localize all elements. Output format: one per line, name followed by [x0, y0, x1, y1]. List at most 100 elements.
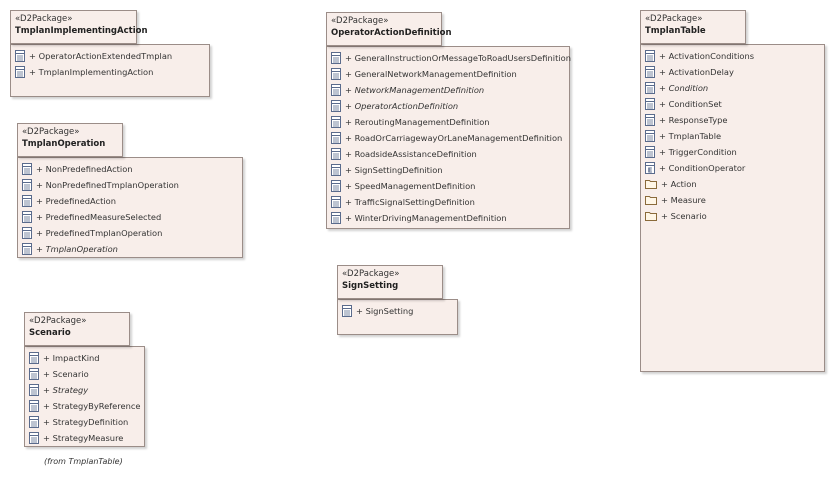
package-element[interactable]: + Strategy — [29, 382, 144, 398]
package-element[interactable]: + PredefinedTmplanOperation — [22, 225, 242, 241]
package-element[interactable]: + Action — [645, 176, 824, 192]
package-element[interactable]: + ReroutingManagementDefinition — [331, 114, 569, 130]
class-icon — [331, 212, 341, 224]
package-element[interactable]: + TriggerCondition — [645, 144, 824, 160]
package-element[interactable]: + TmplanTable — [645, 128, 824, 144]
package-element[interactable]: + NetworkManagementDefinition — [331, 82, 569, 98]
package-element[interactable]: + PredefinedAction — [22, 193, 242, 209]
package-element[interactable]: + OperatorActionDefinition — [331, 98, 569, 114]
package-name: SignSetting — [342, 281, 399, 291]
element-label: + OperatorActionDefinition — [345, 101, 459, 111]
class-icon — [15, 66, 25, 78]
class-icon — [29, 352, 39, 364]
class-icon — [22, 179, 32, 191]
package-element[interactable]: + TmplanImplementingAction — [15, 64, 209, 80]
class-icon — [331, 148, 341, 160]
class-icon — [22, 243, 32, 255]
package-element[interactable]: + RoadOrCarriagewayOrLaneManagementDefin… — [331, 130, 569, 146]
package-icon — [645, 179, 657, 189]
package-tab[interactable]: «D2Package» TmplanOperation — [17, 123, 123, 157]
package-element[interactable]: + SpeedManagementDefinition — [331, 178, 569, 194]
element-label: + SpeedManagementDefinition — [345, 181, 476, 191]
package-element[interactable]: + SignSettingDefinition — [331, 162, 569, 178]
package-body: + OperatorActionExtendedTmplan + TmplanIm… — [10, 44, 210, 97]
package-element[interactable]: + Measure — [645, 192, 824, 208]
element-label: + Condition — [659, 83, 709, 93]
class-icon — [331, 84, 341, 96]
package-element[interactable]: + TrafficSignalSettingDefinition — [331, 194, 569, 210]
package-name: OperatorActionDefinition — [331, 28, 452, 38]
package-element[interactable]: + SignSetting — [342, 303, 457, 319]
element-label: + TriggerCondition — [659, 147, 737, 157]
package-element[interactable]: + GeneralInstructionOrMessageToRoadUsers… — [331, 50, 571, 66]
package-element[interactable]: + Condition — [645, 80, 824, 96]
element-label: + ReroutingManagementDefinition — [345, 117, 490, 127]
class-icon — [331, 68, 341, 80]
package-element[interactable]: + NonPredefinedAction — [22, 161, 242, 177]
class-icon — [331, 180, 341, 192]
package-element[interactable]: + ActivationConditions — [645, 48, 824, 64]
package-element[interactable]: + StrategyByReference — [29, 398, 144, 414]
class-icon — [645, 130, 655, 142]
class-icon — [29, 416, 39, 428]
element-label: + TmplanTable — [659, 131, 722, 141]
package-body: + ActivationConditions + ActivationDelay +… — [640, 44, 825, 372]
class-icon — [331, 116, 341, 128]
package-name: Scenario — [29, 328, 71, 338]
package-stereotype: «D2Package» — [645, 14, 703, 24]
class-icon — [22, 163, 32, 175]
package-element[interactable]: + ConditionSet — [645, 96, 824, 112]
package-icon — [645, 195, 657, 205]
package-element[interactable]: + Scenario — [29, 366, 144, 382]
package-tab[interactable]: «D2Package»Scenario — [24, 312, 130, 346]
package-element[interactable]: + ActivationDelay — [645, 64, 824, 80]
class-icon — [645, 146, 655, 158]
package-element[interactable]: + ImpactKind — [29, 350, 144, 366]
package-element[interactable]: + GeneralNetworkManagementDefinition — [331, 66, 569, 82]
package-element[interactable]: + NonPredefinedTmplanOperation — [22, 177, 242, 193]
element-label: + RoadsideAssistanceDefinition — [345, 149, 477, 159]
element-label: + StrategyMeasure — [43, 433, 124, 443]
element-label: + NetworkManagementDefinition — [345, 85, 485, 95]
package-element[interactable]: + PredefinedMeasureSelected — [22, 209, 242, 225]
class-icon — [331, 196, 341, 208]
element-label: + ConditionSet — [659, 99, 722, 109]
element-label: + ActivationConditions — [659, 51, 755, 61]
element-label: + ResponseType — [659, 115, 728, 125]
package-tab[interactable]: «D2Package»TmplanTable — [640, 10, 746, 44]
package-element[interactable]: + StrategyDefinition — [29, 414, 144, 430]
element-label: + PredefinedTmplanOperation — [36, 228, 163, 238]
element-label: + OperatorActionExtendedTmplan — [29, 51, 173, 61]
package-stereotype: «D2Package» — [22, 127, 80, 137]
class-icon — [29, 384, 39, 396]
element-label: + NonPredefinedTmplanOperation — [36, 180, 179, 190]
package-name: TmplanImplementingAction — [15, 26, 148, 36]
package-element[interactable]: + StrategyMeasure — [29, 430, 144, 446]
element-label: + StrategyByReference — [43, 401, 141, 411]
package-stereotype: «D2Package» — [15, 14, 73, 24]
class-icon — [22, 195, 32, 207]
package-element[interactable]: + Scenario — [645, 208, 824, 224]
element-label: + GeneralNetworkManagementDefinition — [345, 69, 517, 79]
class-icon — [29, 400, 39, 412]
class-icon — [22, 227, 32, 239]
element-label: + WinterDrivingManagementDefinition — [345, 213, 507, 223]
package-tab[interactable]: «D2Package»OperatorActionDefinition — [326, 12, 452, 46]
package-tab[interactable]: «D2Package»SignSetting — [337, 265, 443, 299]
package-element[interactable]: + WinterDrivingManagementDefinition — [331, 210, 569, 226]
package-element[interactable]: + RoadsideAssistanceDefinition — [331, 146, 569, 162]
package-element[interactable]: + TmplanOperation — [22, 241, 242, 257]
class-icon — [29, 368, 39, 380]
package-body: + GeneralInstructionOrMessageToRoadUsers… — [326, 46, 571, 229]
class-icon — [331, 132, 341, 144]
element-label: + GeneralInstructionOrMessageToRoadUsers… — [345, 53, 571, 63]
package-element[interactable]: + OperatorActionExtendedTmplan — [15, 48, 209, 64]
package-icon — [645, 211, 657, 221]
class-icon — [331, 100, 341, 112]
element-label: + PredefinedMeasureSelected — [36, 212, 162, 222]
package-tab[interactable]: «D2Package» TmplanImplementingAction — [10, 10, 148, 44]
package-element[interactable]: E+ ConditionOperator — [645, 160, 824, 176]
package-name: TmplanOperation — [22, 139, 106, 149]
class-icon — [645, 114, 655, 126]
package-element[interactable]: + ResponseType — [645, 112, 824, 128]
